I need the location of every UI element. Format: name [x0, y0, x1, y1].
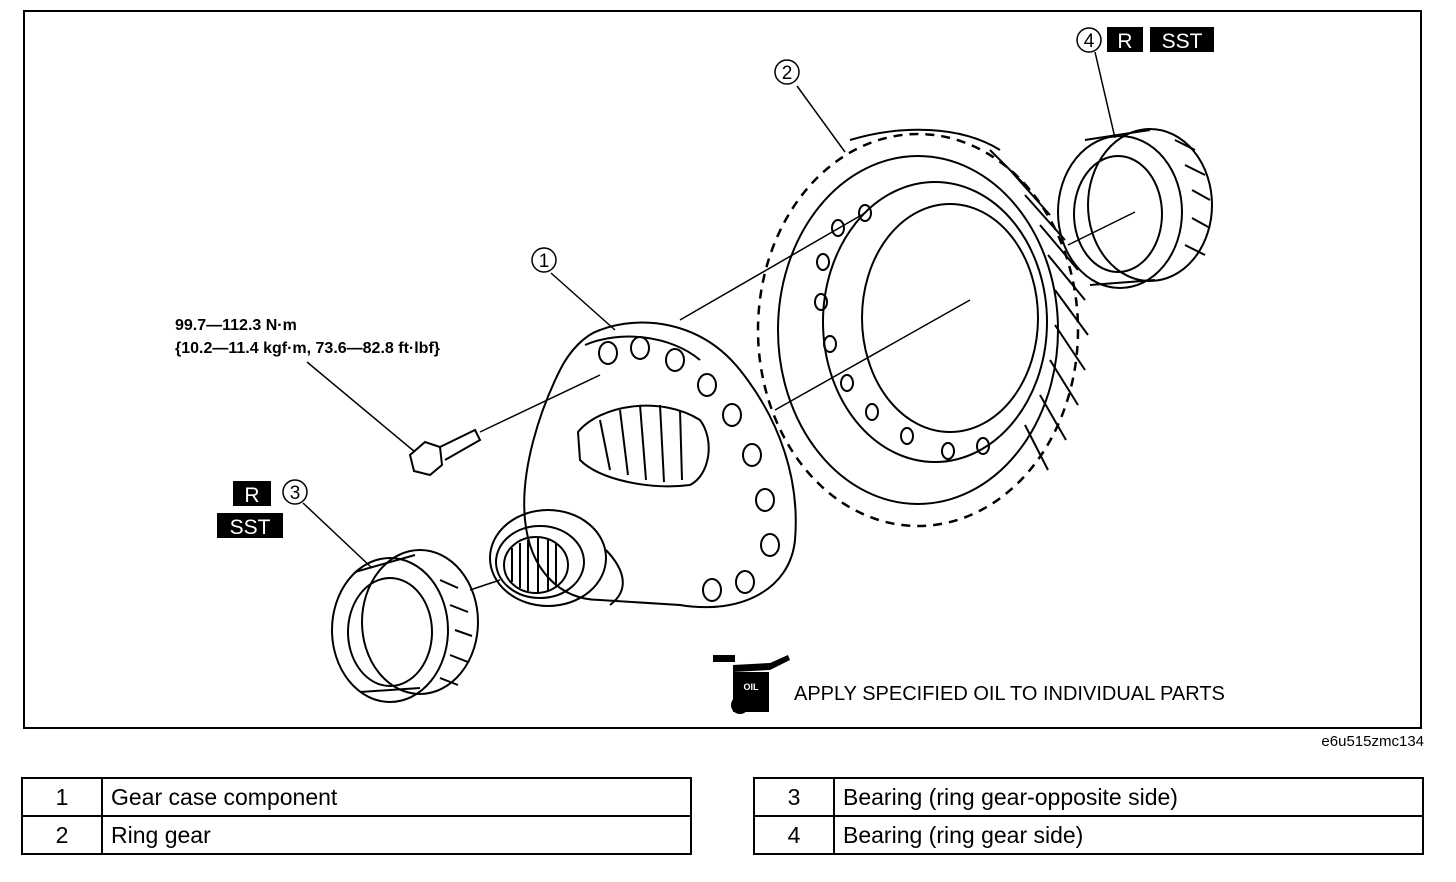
table-row: 1 Gear case component	[21, 777, 692, 817]
figure-frame	[23, 10, 1422, 729]
callout-1-label: 1	[539, 251, 550, 272]
part-name: Gear case component	[101, 777, 692, 817]
oil-note-text: APPLY SPECIFIED OIL TO INDIVIDUAL PARTS	[794, 683, 1225, 705]
part-number: 1	[21, 777, 103, 817]
callout-4: 4	[1076, 27, 1102, 53]
ring-gear-drawing	[756, 128, 1089, 528]
part-number: 4	[753, 815, 835, 855]
callout-3-label: 3	[290, 483, 301, 504]
table-row: 3 Bearing (ring gear-opposite side)	[753, 777, 1424, 817]
bearing-ring-gear-opposite-side-drawing	[331, 549, 479, 703]
parts-table-right: 3 Bearing (ring gear-opposite side) 4 Be…	[753, 777, 1424, 855]
badge-sst-part4: SST	[1150, 27, 1214, 53]
part-name: Bearing (ring gear-opposite side)	[833, 777, 1424, 817]
svg-text:SST: SST	[1162, 30, 1203, 53]
part-name: Bearing (ring gear side)	[833, 815, 1424, 855]
svg-text:R: R	[244, 484, 259, 507]
table-row: 4 Bearing (ring gear side)	[753, 815, 1424, 855]
badge-r-part4: R	[1107, 27, 1143, 53]
torque-spec-line-2: {10.2—11.4 kgf·m, 73.6—82.8 ft·lbf}	[175, 340, 440, 357]
callout-3: 3	[282, 479, 308, 505]
part-number: 3	[753, 777, 835, 817]
callout-4-label: 4	[1084, 31, 1095, 52]
svg-text:OIL: OIL	[744, 682, 760, 692]
svg-text:R: R	[1117, 30, 1132, 53]
part-number: 2	[21, 815, 103, 855]
parts-table-left: 1 Gear case component 2 Ring gear	[21, 777, 692, 855]
callout-2-label: 2	[782, 63, 793, 84]
torque-spec-line-1: 99.7—112.3 N·m	[175, 317, 297, 334]
svg-text:SST: SST	[230, 516, 271, 539]
gear-case-drawing	[489, 321, 797, 609]
bolt-drawing	[408, 428, 482, 477]
table-row: 2 Ring gear	[21, 815, 692, 855]
bearing-ring-gear-side-drawing	[1057, 128, 1213, 289]
part-name: Ring gear	[101, 815, 692, 855]
leader-lines	[302, 51, 1116, 569]
callout-2: 2	[774, 59, 800, 85]
figure-id-code: e6u515zmc134	[1321, 733, 1424, 750]
badge-sst-part3: SST	[217, 513, 283, 539]
callout-1: 1	[531, 247, 557, 273]
assembly-axis-lines	[469, 211, 1136, 591]
oil-can-icon: OIL	[713, 655, 790, 714]
badge-r-part3: R	[233, 481, 271, 507]
